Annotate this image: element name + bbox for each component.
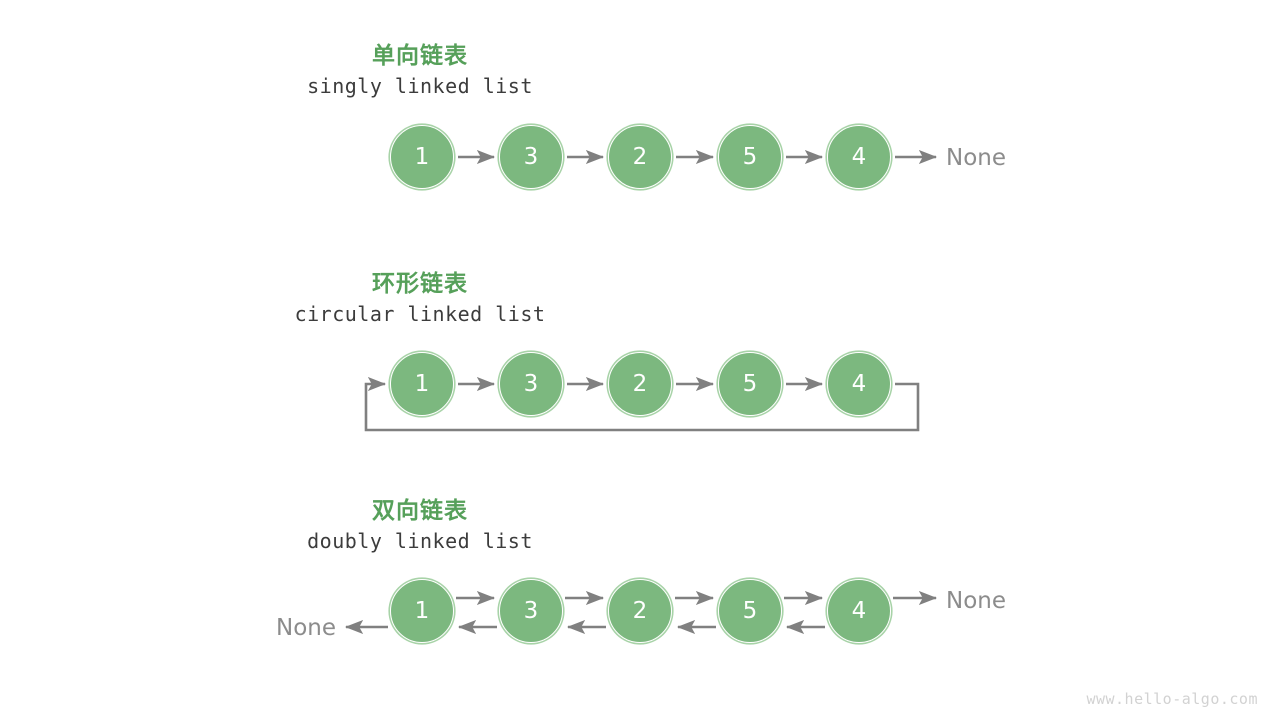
doubly-head-none-label: None xyxy=(276,615,337,641)
node-value: 4 xyxy=(851,143,867,170)
node-value: 2 xyxy=(632,143,648,170)
singly-section-title: 单向链表 xyxy=(372,43,468,69)
node-value: 4 xyxy=(851,597,867,624)
node-value: 2 xyxy=(632,370,648,397)
node-value: 1 xyxy=(414,597,430,624)
watermark: www.hello-algo.com xyxy=(1086,690,1258,708)
circular-section-subtitle: circular linked list xyxy=(294,302,546,326)
singly-node-1: 3 xyxy=(499,125,563,189)
circular-node-2: 2 xyxy=(608,352,672,416)
node-value: 1 xyxy=(414,143,430,170)
singly-section-subtitle: singly linked list xyxy=(307,74,533,98)
node-value: 5 xyxy=(742,597,758,624)
doubly-node-1: 3 xyxy=(499,579,563,643)
singly-tail-none-label: None xyxy=(946,145,1007,171)
doubly-section-title: 双向链表 xyxy=(372,498,468,524)
node-value: 3 xyxy=(523,143,539,170)
circular-node-1: 3 xyxy=(499,352,563,416)
circular-node-0: 1 xyxy=(390,352,454,416)
singly-node-0: 1 xyxy=(390,125,454,189)
node-value: 3 xyxy=(523,597,539,624)
doubly-node-4: 4 xyxy=(827,579,891,643)
circular-section-title: 环形链表 xyxy=(372,271,468,297)
doubly-node-2: 2 xyxy=(608,579,672,643)
node-value: 2 xyxy=(632,597,648,624)
circular-node-3: 5 xyxy=(718,352,782,416)
circular-node-4: 4 xyxy=(827,352,891,416)
node-value: 4 xyxy=(851,370,867,397)
doubly-section-subtitle: doubly linked list xyxy=(307,529,533,553)
doubly-tail-none-label: None xyxy=(946,588,1007,614)
singly-node-3: 5 xyxy=(718,125,782,189)
singly-node-4: 4 xyxy=(827,125,891,189)
doubly-node-0: 1 xyxy=(390,579,454,643)
node-value: 5 xyxy=(742,370,758,397)
node-value: 5 xyxy=(742,143,758,170)
circular-loopback-path xyxy=(364,376,920,432)
node-value: 1 xyxy=(414,370,430,397)
singly-node-2: 2 xyxy=(608,125,672,189)
doubly-node-3: 5 xyxy=(718,579,782,643)
node-value: 3 xyxy=(523,370,539,397)
